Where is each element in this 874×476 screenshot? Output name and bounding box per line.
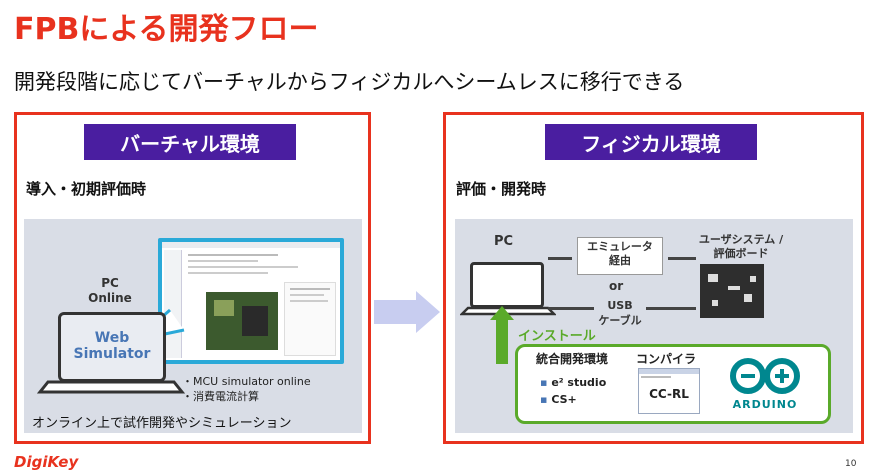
ide-item: ▪ e² studio (540, 376, 607, 389)
pc-label-line2: Online (88, 291, 132, 305)
usb-cable-label: USB ケーブル (590, 298, 650, 328)
install-arrow (490, 306, 514, 364)
ide-list: ▪ e² studio ▪ CS+ (540, 374, 606, 408)
connector-line (646, 307, 696, 310)
arduino-logo: ARDUINO (724, 356, 806, 416)
pc-label-line1: PC (101, 276, 119, 290)
web-simulator-line2: Simulator (73, 346, 151, 362)
install-label: インストール (518, 329, 596, 344)
emulator-line2: 経由 (609, 254, 631, 267)
digikey-logo: DigiKey (14, 453, 79, 471)
user-system-line2: 評価ボード (713, 247, 769, 260)
user-system-label: ユーザシステム / 評価ボード (676, 233, 806, 261)
ide-item-label: e² studio (551, 376, 607, 389)
virtual-stage-label: 導入・初期評価時 (26, 180, 147, 198)
arduino-label: ARDUINO (732, 398, 798, 411)
web-simulator-label: Web Simulator (62, 330, 162, 362)
compiler-name: CC-RL (649, 387, 689, 401)
feature-item: ・MCU simulator online (182, 375, 311, 388)
virtual-heading: バーチャル環境 (84, 124, 296, 160)
laptop-icon (58, 312, 166, 382)
ide-item-label: CS+ (551, 393, 577, 406)
connector-line (668, 257, 696, 260)
user-system-line1: ユーザシステム / (698, 233, 784, 246)
slide-title: FPBによる開発フロー (14, 12, 319, 47)
virtual-caption: オンライン上で試作開発やシミュレーション (32, 416, 292, 431)
pc-online-label: PC Online (80, 276, 140, 306)
evaluation-board-icon (700, 264, 764, 318)
simulator-screenshot (158, 238, 344, 364)
ide-item: ▪ CS+ (540, 393, 577, 406)
feature-item: ・消費電流計算 (182, 390, 259, 403)
usb-line1: USB (607, 299, 633, 312)
physical-pc-label: PC (494, 234, 514, 249)
slide-subtitle: 開発段階に応じてバーチャルからフィジカルへシームレスに移行できる (14, 70, 685, 94)
physical-stage-label: 評価・開発時 (456, 180, 547, 198)
laptop-base (36, 380, 186, 394)
emulator-label: エミュレータ 経由 (577, 240, 663, 268)
transition-arrow (374, 291, 440, 333)
ide-heading: 統合開発環境 (536, 352, 609, 366)
web-simulator-line1: Web (94, 330, 130, 346)
physical-heading: フィジカル環境 (545, 124, 757, 160)
pc-laptop-base (460, 306, 556, 316)
usb-line2: ケーブル (598, 314, 642, 327)
compiler-heading: コンパイラ (636, 352, 697, 366)
connector-line (548, 307, 594, 310)
compiler-window: CC-RL (638, 368, 700, 414)
physical-panel (443, 112, 864, 444)
virtual-feature-list: ・MCU simulator online ・消費電流計算 (182, 374, 311, 404)
emulator-box (577, 237, 663, 275)
virtual-panel (14, 112, 371, 444)
or-label: or (609, 279, 624, 293)
emulator-line1: エミュレータ (587, 240, 653, 253)
pc-laptop-icon (470, 262, 544, 308)
page-number: 10 (845, 459, 857, 469)
connector-line (548, 257, 572, 260)
